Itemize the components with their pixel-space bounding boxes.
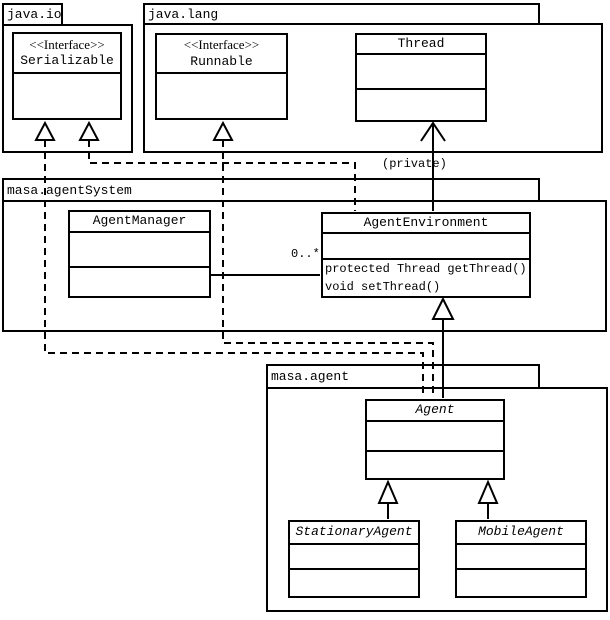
- attributes-compartment: [323, 232, 529, 258]
- package-label-java-io: java.io: [7, 7, 62, 22]
- attributes-compartment: [357, 53, 485, 88]
- name-compartment: <<Interface>> Serializable: [14, 34, 120, 72]
- class-thread: Thread: [355, 33, 487, 122]
- attributes-compartment: [157, 72, 286, 118]
- class-mobileagent: MobileAgent: [455, 520, 587, 598]
- attributes-compartment: [70, 231, 209, 266]
- name-compartment: Thread: [357, 35, 485, 53]
- methods-compartment: [457, 568, 585, 596]
- package-tab-java-lang: java.lang: [143, 3, 540, 23]
- class-name-agentmanager: AgentManager: [92, 213, 187, 229]
- class-agentenvironment: AgentEnvironment protected Thread getThr…: [321, 212, 531, 298]
- class-name-agentenvironment: AgentEnvironment: [363, 214, 489, 230]
- class-name-serializable: Serializable: [20, 53, 114, 68]
- methods-compartment: [367, 450, 503, 478]
- name-compartment: StationaryAgent: [290, 522, 418, 543]
- package-tab-masa-agentsystem: masa.agentSystem: [2, 178, 540, 200]
- stereotype-label: <<Interface>>: [29, 36, 105, 52]
- class-runnable: <<Interface>> Runnable: [155, 33, 288, 120]
- class-name-agent: Agent: [415, 402, 455, 418]
- name-compartment: AgentManager: [70, 212, 209, 231]
- class-name-mobileagent: MobileAgent: [478, 524, 564, 540]
- class-name-stationaryagent: StationaryAgent: [295, 524, 413, 540]
- name-compartment: <<Interface>> Runnable: [157, 35, 286, 72]
- class-agentmanager: AgentManager: [68, 210, 211, 298]
- methods-compartment: [290, 568, 418, 596]
- multiplicity-label: 0..*: [291, 247, 320, 261]
- class-name-runnable: Runnable: [190, 53, 253, 69]
- attributes-compartment: [290, 543, 418, 568]
- package-tab-java-io: java.io: [2, 3, 63, 24]
- class-serializable: <<Interface>> Serializable: [12, 32, 122, 120]
- name-compartment: Agent: [367, 401, 503, 420]
- attributes-compartment: [457, 543, 585, 568]
- method-setthread: void setThread(): [325, 280, 441, 294]
- attributes-compartment: [367, 420, 503, 450]
- stereotype-label: <<Interface>>: [183, 37, 260, 53]
- method-getthread: protected Thread getThread(): [325, 262, 527, 276]
- attributes-compartment: [14, 72, 120, 118]
- name-compartment: MobileAgent: [457, 522, 585, 543]
- package-tab-masa-agent: masa.agent: [266, 364, 540, 387]
- class-agent: Agent: [365, 399, 505, 480]
- class-stationaryagent: StationaryAgent: [288, 520, 420, 598]
- package-label-masa-agent: masa.agent: [271, 369, 350, 384]
- methods-compartment: [70, 266, 209, 296]
- methods-compartment: [357, 88, 485, 120]
- name-compartment: AgentEnvironment: [323, 214, 529, 232]
- class-name-thread: Thread: [397, 35, 445, 51]
- package-label-masa-agentsystem: masa.agentSystem: [7, 182, 132, 198]
- package-label-java-lang: java.lang: [148, 6, 219, 22]
- private-inheritance-label: (private): [382, 157, 447, 171]
- methods-compartment: protected Thread getThread() void setThr…: [323, 258, 529, 296]
